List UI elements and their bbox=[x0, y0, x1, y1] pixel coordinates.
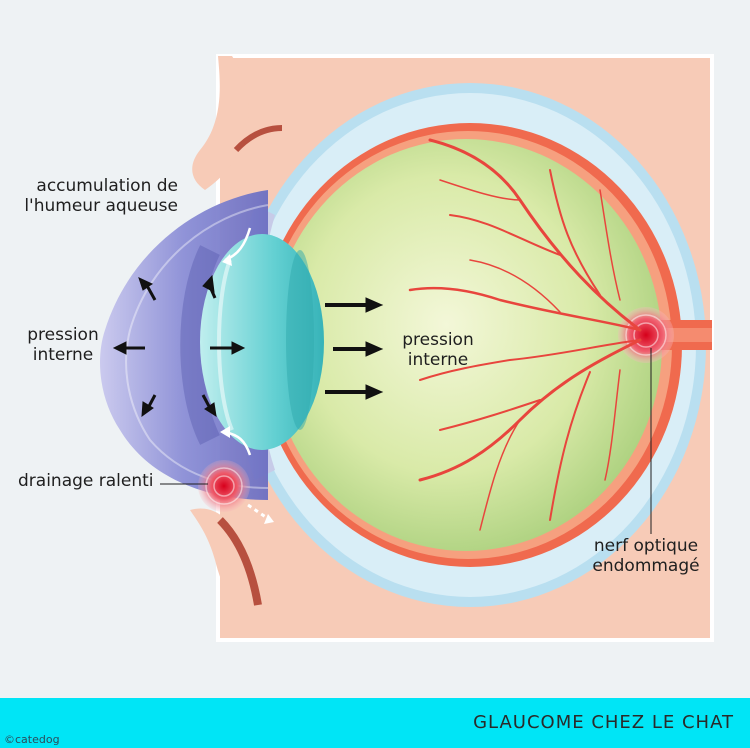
eye-illustration bbox=[100, 54, 714, 642]
pressure-arrows-cornea bbox=[112, 274, 246, 418]
copyright-text: ©catedog bbox=[4, 733, 60, 746]
label-pression-vitreous: pression interne bbox=[402, 330, 474, 370]
footer-title: GLAUCOME CHEZ LE CHAT bbox=[473, 712, 734, 733]
label-drainage: drainage ralenti bbox=[18, 471, 154, 491]
upper-eyelid bbox=[192, 56, 249, 190]
footer-bar: ©catedog GLAUCOME CHEZ LE CHAT bbox=[0, 698, 750, 748]
label-pression-cornea: pression interne bbox=[27, 325, 99, 365]
lower-eyelid bbox=[190, 508, 262, 606]
retinal-vessels bbox=[408, 138, 642, 531]
pressure-arrows-vitreous bbox=[325, 297, 384, 400]
label-nerf-optique: nerf optique endommagé bbox=[592, 536, 700, 576]
glaucoma-eye-diagram: accumulation de l'humeur aqueuse pressio… bbox=[18, 54, 714, 642]
label-accumulation: accumulation de l'humeur aqueuse bbox=[24, 176, 178, 216]
